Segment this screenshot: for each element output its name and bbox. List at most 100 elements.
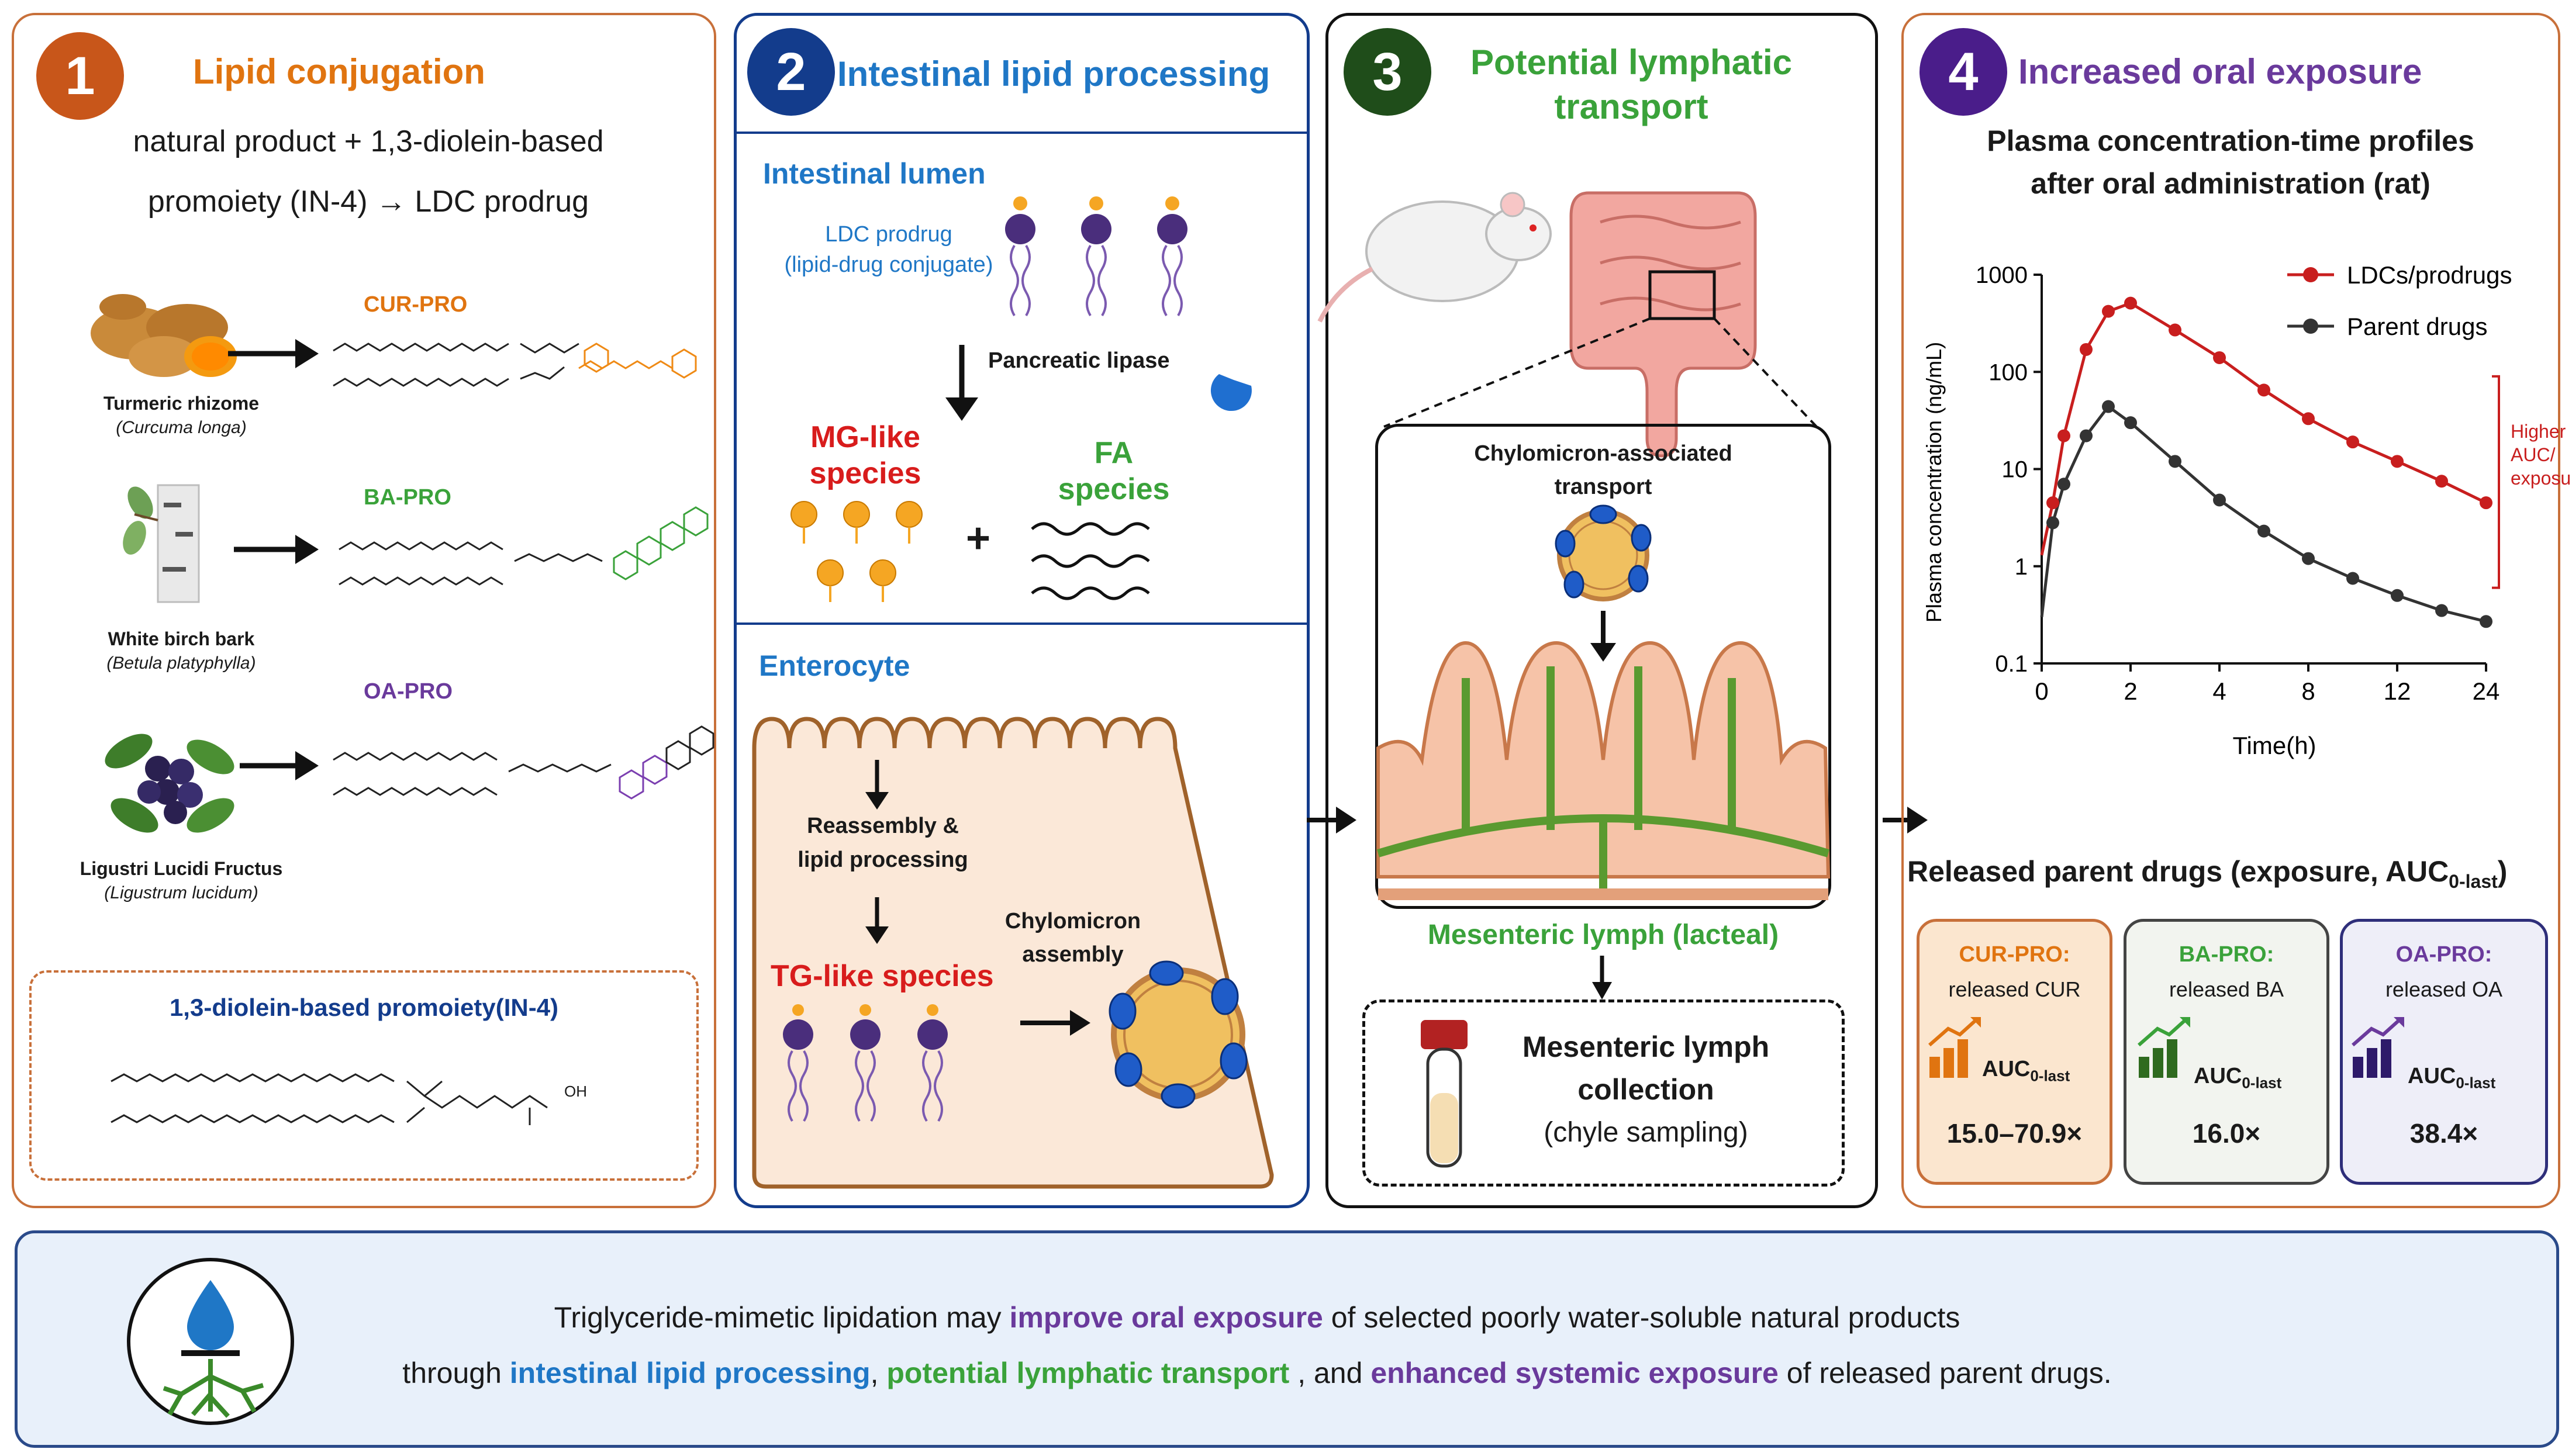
card-cur-value: 15.0–70.9× bbox=[1946, 1118, 2083, 1149]
data-point-0 bbox=[2169, 323, 2181, 337]
data-point-0 bbox=[2213, 351, 2226, 364]
data-point-1 bbox=[2391, 589, 2404, 602]
footer-seg8: , and bbox=[1289, 1357, 1371, 1389]
chart-y-tick-label: 1 bbox=[2015, 554, 2028, 580]
card-ba-auc: AUC0-last bbox=[2194, 1064, 2281, 1092]
chart-xlabel: Time(h) bbox=[2232, 732, 2316, 759]
bar-chart-icon-oa bbox=[2352, 1017, 2404, 1078]
reassembly-line2: lipid processing bbox=[798, 848, 968, 872]
source-latin-birch: (Betula platyphylla) bbox=[106, 653, 256, 673]
lumen-illustration bbox=[790, 196, 1252, 602]
data-point-0 bbox=[2257, 383, 2270, 397]
promoiety-structure bbox=[111, 1073, 548, 1125]
card-ba-title: BA-PRO: bbox=[2179, 942, 2274, 967]
chylo-transport-line2: transport bbox=[1554, 475, 1652, 499]
panel-lymphatic-transport bbox=[1325, 13, 1878, 1208]
card-ba-value: 16.0× bbox=[2192, 1118, 2261, 1149]
data-point-0 bbox=[2124, 296, 2137, 310]
lumen-title: Intestinal lumen bbox=[763, 157, 986, 190]
data-point-0 bbox=[2346, 435, 2359, 449]
lipase-label: Pancreatic lipase bbox=[988, 348, 1170, 373]
data-point-1 bbox=[2102, 400, 2115, 413]
annotation-text: Higher bbox=[2511, 421, 2566, 442]
fa-label-line2: species bbox=[1058, 472, 1170, 506]
chart-y-tick-label: 0.1 bbox=[1995, 651, 2028, 677]
card-oa-auc-text: AUC bbox=[2408, 1064, 2456, 1088]
data-point-1 bbox=[2124, 416, 2137, 430]
step-number-4: 4 bbox=[1919, 28, 2007, 116]
plus-sign: + bbox=[966, 515, 991, 562]
promoiety-box bbox=[29, 970, 699, 1181]
released-title-sub: 0-last bbox=[2449, 871, 2498, 892]
footer-seg5: intestinal lipid processing bbox=[509, 1357, 871, 1389]
card-cur-auc-sub: 0-last bbox=[2030, 1067, 2070, 1085]
annotation-text: exposure bbox=[2511, 468, 2572, 489]
card-oa-sub: released OA bbox=[2385, 977, 2503, 1001]
card-ba-sub: released BA bbox=[2169, 977, 2284, 1001]
footer-seg9: enhanced systemic exposure bbox=[1370, 1357, 1779, 1389]
source-name-ligustrum: Ligustri Lucidi Fructus bbox=[80, 858, 283, 879]
footer-seg3: of selected poorly water-soluble natural… bbox=[1323, 1301, 1960, 1334]
panel1-structures bbox=[228, 339, 714, 800]
collection-line3: (chyle sampling) bbox=[1544, 1117, 1748, 1148]
card-oa-auc-sub: 0-last bbox=[2456, 1074, 2496, 1092]
chart-y-tick-label: 100 bbox=[1988, 359, 2028, 385]
data-point-0 bbox=[2391, 455, 2404, 468]
step-number-1: 1 bbox=[36, 32, 124, 120]
chart-x-tick-label: 12 bbox=[2384, 677, 2411, 705]
sample-tube-icon bbox=[1421, 1020, 1468, 1168]
source-latin-ligustrum: (Ligustrum lucidum) bbox=[104, 883, 258, 902]
legend-marker-1 bbox=[2303, 319, 2318, 334]
villi-inset bbox=[1375, 424, 1831, 909]
collection-line2: collection bbox=[1577, 1073, 1714, 1106]
mesenteric-arrow bbox=[1592, 956, 1612, 1000]
step-number-3: 3 bbox=[1344, 28, 1431, 116]
bar-chart-icon-cur bbox=[1928, 1017, 1981, 1078]
ldc-label-line2: (lipid-drug conjugate) bbox=[784, 253, 993, 277]
ligustrum-fruit-icon bbox=[105, 734, 234, 833]
prodrug-label-ba: BA-PRO bbox=[364, 485, 451, 510]
footer-line1: Triglyceride-mimetic lipidation may impr… bbox=[316, 1301, 2198, 1334]
water-root-icon bbox=[127, 1258, 294, 1425]
mg-label-line2: species bbox=[809, 456, 921, 490]
data-point-1 bbox=[2480, 615, 2492, 628]
released-title-text: Released parent drugs (exposure, AUC bbox=[1907, 855, 2449, 888]
mg-label-line1: MG-like bbox=[810, 420, 920, 454]
ldc-label-line1: LDC prodrug bbox=[825, 222, 952, 247]
annotation-bracket bbox=[2492, 375, 2500, 589]
footer-line2: through intestinal lipid processing, pot… bbox=[316, 1356, 2198, 1390]
tg-label: TG-like species bbox=[771, 959, 994, 993]
panel2-mid-divider bbox=[734, 622, 1310, 625]
data-point-1 bbox=[2169, 455, 2181, 468]
chart-title-line1: Plasma concentration-time profiles bbox=[1987, 124, 2474, 157]
rat-intestine-illustration bbox=[1317, 191, 1818, 458]
chart-x-tick-label: 8 bbox=[2301, 677, 2315, 705]
card-oa-title: OA-PRO: bbox=[2395, 942, 2492, 967]
data-point-1 bbox=[2435, 604, 2448, 617]
step-number-2: 2 bbox=[747, 28, 835, 116]
legend-marker-0 bbox=[2303, 267, 2318, 282]
released-title-close: ) bbox=[2497, 855, 2508, 888]
chart-y-tick-label: 10 bbox=[2002, 457, 2028, 483]
chylo-assembly-line2: assembly bbox=[1022, 942, 1124, 967]
panel-oral-exposure bbox=[1901, 13, 2560, 1208]
reassembly-line1: Reassembly & bbox=[807, 814, 959, 838]
chart-x-tick-label: 24 bbox=[2473, 677, 2500, 705]
card-cur-sub: released CUR bbox=[1948, 977, 2081, 1001]
data-point-0 bbox=[2302, 412, 2315, 426]
footer-seg10: of released parent drugs. bbox=[1778, 1357, 2112, 1389]
villi-illustration bbox=[1376, 504, 1831, 900]
prodrug-label-cur: CUR-PRO bbox=[364, 292, 468, 317]
footer-seg1: Triglyceride-mimetic lipidation may bbox=[554, 1301, 1010, 1334]
data-point-0 bbox=[2435, 475, 2448, 488]
promoiety-title: 1,3-diolein-based promoiety(IN-4) bbox=[169, 994, 559, 1021]
panel4-title: Increased oral exposure bbox=[2018, 52, 2422, 91]
data-point-0 bbox=[2080, 343, 2093, 356]
panel1-desc-line1: natural product + 1,3-diolein-based bbox=[133, 124, 604, 158]
card-cur-auc-text: AUC bbox=[1982, 1057, 2031, 1081]
released-title: Released parent drugs (exposure, AUC0-la… bbox=[1907, 855, 2556, 893]
enterocyte-cell bbox=[752, 717, 1274, 1189]
chart-x-tick-label: 2 bbox=[2124, 677, 2137, 705]
annotation-text: AUC/ bbox=[2511, 444, 2556, 465]
